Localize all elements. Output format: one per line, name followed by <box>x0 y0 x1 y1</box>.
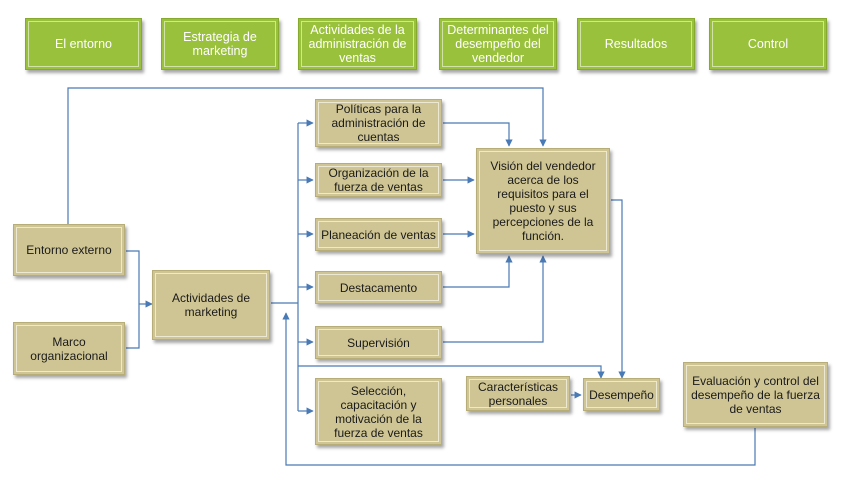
box-organizacion-fuerza-ventas: Organización de la fuerza de ventas <box>315 163 442 197</box>
connector-feedback-loop <box>282 312 756 466</box>
box-evaluacion-control: Evaluación y control del desempeño de la… <box>683 362 828 427</box>
connector-bus-to-desempeno <box>298 365 605 379</box>
box-actividades-marketing: Actividades de marketing <box>152 270 270 340</box>
box-entorno-externo: Entorno externo <box>13 224 125 276</box>
header-estrategia-marketing: Estrategia de marketing <box>161 18 279 70</box>
box-marco-organizacional: Marco organizacional <box>13 322 125 375</box>
connector-destacamento-to-vision <box>443 255 513 288</box>
box-seleccion-capacitacion: Selección, capacitación y motivación de … <box>315 378 442 445</box>
header-actividades-administracion: Actividades de la administración de vent… <box>298 18 417 70</box>
box-desempeno: Desempeño <box>583 378 660 411</box>
header-resultados: Resultados <box>577 18 695 70</box>
header-control: Control <box>709 18 827 70</box>
box-destacamento: Destacamento <box>315 271 442 304</box>
box-planeacion-ventas: Planeación de ventas <box>315 218 442 251</box>
box-politicas-cuentas: Políticas para la administración de cuen… <box>315 99 442 147</box>
connector-vision-to-desempeno <box>611 199 626 379</box>
box-caracteristicas-personales: Características personales <box>466 376 570 411</box>
connector-entorno-merge <box>126 250 140 349</box>
header-determinantes-desempeno: Determinantes del desempeño del vendedor <box>439 18 557 70</box>
connector-entorno-to-vision <box>67 87 547 224</box>
header-el-entorno: El entorno <box>25 18 142 70</box>
connector-supervision-to-vision <box>443 255 547 343</box>
box-supervision: Supervisión <box>315 326 442 359</box>
connector-politicas-to-vision <box>443 122 513 147</box>
box-vision-vendedor: Visión del vendedor acerca de los requis… <box>476 148 610 254</box>
